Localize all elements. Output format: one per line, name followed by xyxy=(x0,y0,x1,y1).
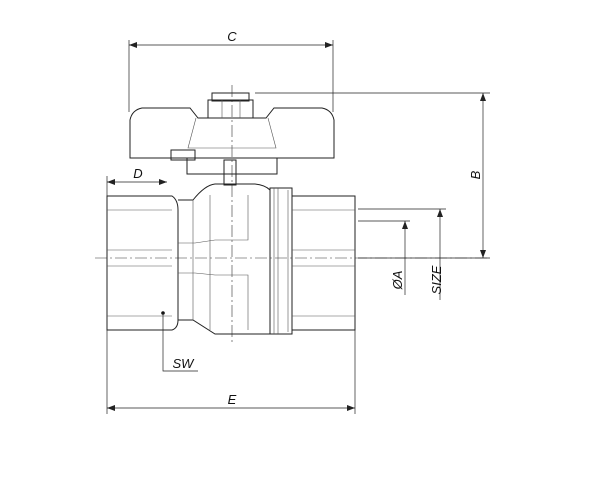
dimension-size-label: SIZE xyxy=(429,265,444,294)
dimension-b: B xyxy=(255,92,490,259)
dimension-size: SIZE xyxy=(358,208,446,300)
dimension-b-label: B xyxy=(468,170,483,179)
valve-body xyxy=(106,183,356,335)
dimension-c: C xyxy=(128,29,334,112)
dimension-phi-a: ØA xyxy=(358,220,410,295)
dimension-sw: SW xyxy=(161,311,198,372)
valve-handle xyxy=(129,92,335,186)
dimension-e-label: E xyxy=(228,392,237,407)
dimension-e: E xyxy=(106,330,356,414)
dimension-phi-a-label: ØA xyxy=(390,271,405,291)
dimension-c-label: C xyxy=(227,29,237,44)
dimension-d: D xyxy=(106,166,167,196)
dimension-d-label: D xyxy=(133,166,142,181)
dimension-sw-label: SW xyxy=(173,356,196,371)
